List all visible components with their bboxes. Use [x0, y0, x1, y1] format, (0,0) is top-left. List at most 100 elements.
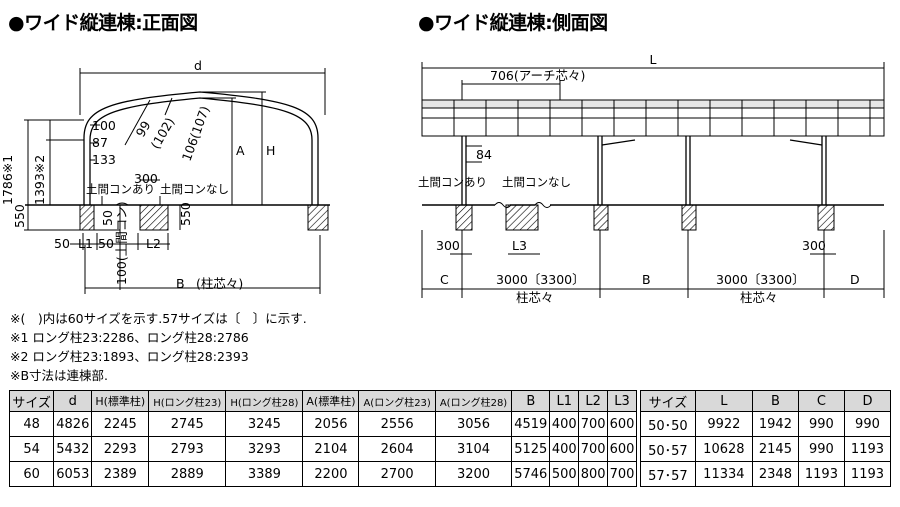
table-cell: 5746 — [511, 461, 551, 487]
table-cell: 1193 — [797, 461, 845, 487]
side-dim-c: C — [440, 272, 449, 287]
table-cell: 1193 — [843, 436, 892, 462]
table-cell: 2104 — [302, 436, 360, 462]
side-dim-300-right: 300 — [802, 238, 826, 253]
side-dim-pitch-2: 柱芯々 — [740, 290, 778, 305]
front-dim-b: B — [176, 276, 185, 291]
table-header: A(標準柱) — [302, 390, 360, 412]
notes-block: ※( )内は60サイズを示す.57サイズは〔 〕に示す. ※1 ロング柱23:2… — [10, 309, 307, 385]
side-doma-nashi: 土間コンなし — [502, 175, 571, 189]
note-line: ※B寸法は連棟部. — [10, 368, 109, 383]
side-doma-ari: 土間コンあり — [418, 175, 487, 189]
table-cell: 2604 — [358, 436, 436, 462]
table-cell: 50･57 — [640, 436, 696, 462]
side-dim-l3: L3 — [512, 238, 527, 253]
side-dimension-table: サイズ L B C D 50･50 9922 1942 990 990 50･5… — [640, 390, 892, 487]
side-dim-span-1: 3000〔3300〕 — [496, 272, 585, 287]
table-cell: 9922 — [694, 411, 753, 437]
front-doma-nashi: 土間コンなし — [160, 182, 229, 196]
table-cell: 2745 — [148, 411, 227, 437]
table-cell: 3200 — [434, 461, 513, 487]
table-cell: 2293 — [91, 436, 150, 462]
table-cell: 2056 — [302, 411, 360, 437]
table-header: L2 — [578, 390, 609, 412]
table-header: B — [511, 390, 551, 412]
table-cell: 10628 — [694, 436, 753, 462]
front-radius-102: (102) — [148, 115, 178, 152]
table-row: 57･57 11334 2348 1193 1193 — [640, 461, 892, 487]
table-cell: 3293 — [225, 436, 304, 462]
table-cell: 400 — [549, 411, 580, 437]
table-row: 50･50 9922 1942 990 990 — [640, 411, 892, 437]
table-cell: 2793 — [148, 436, 227, 462]
table-cell: 600 — [607, 411, 637, 437]
table-header: L — [694, 390, 753, 412]
table-cell: 11334 — [694, 461, 753, 487]
table-cell: 2200 — [302, 461, 360, 487]
front-dim-d: d — [194, 58, 202, 73]
front-view-drawing: d 1786※1 1393※2 550 100 87 133 99 (102) … — [0, 58, 330, 294]
front-dim-a: A — [236, 143, 245, 158]
note-line: ※2 ロング柱23:1893、ロング柱28:2393 — [10, 349, 249, 364]
table-cell: 500 — [549, 461, 580, 487]
table-cell: 3389 — [225, 461, 304, 487]
table-header-row: サイズ L B C D — [640, 390, 892, 412]
table-cell: 2245 — [91, 411, 150, 437]
front-dim-300: 300 — [134, 171, 158, 186]
table-header-row: サイズ d H(標準柱) H(ロング柱23) H(ロング柱28) A(標準柱) … — [8, 390, 637, 412]
table-header: L1 — [549, 390, 580, 412]
front-radius-106: 106(107) — [179, 104, 213, 163]
table-cell: 600 — [607, 436, 637, 462]
side-dim-arch-pitch: 706(アーチ芯々) — [490, 68, 585, 83]
front-dim-b-note: (柱芯々) — [196, 276, 243, 291]
table-cell: 990 — [843, 411, 892, 437]
table-header: D — [843, 390, 892, 412]
side-dim-84: 84 — [476, 147, 492, 162]
front-dim-133: 133 — [92, 152, 116, 167]
front-dim-100: 100 — [92, 118, 116, 133]
table-header: A(ロング柱28) — [434, 390, 513, 412]
table-header: H(標準柱) — [91, 390, 150, 412]
front-dim-87: 87 — [92, 135, 108, 150]
table-cell: 2556 — [358, 411, 436, 437]
table-cell: 700 — [607, 461, 637, 487]
side-dim-pitch-1: 柱芯々 — [516, 290, 554, 305]
side-dim-b: B — [642, 272, 651, 287]
front-dimension-table: サイズ d H(標準柱) H(ロング柱23) H(ロング柱28) A(標準柱) … — [8, 390, 637, 487]
side-dim-span-2: 3000〔3300〕 — [716, 272, 805, 287]
table-row: 54 5432 2293 2793 3293 2104 2604 3104 51… — [8, 436, 637, 462]
front-dim-100-doma: 100(土間コン) — [114, 201, 129, 285]
table-header: C — [797, 390, 845, 412]
front-dim-50-vertical: 50 — [100, 210, 115, 226]
table-cell: 400 — [549, 436, 580, 462]
table-header: H(ロング柱28) — [225, 390, 304, 412]
table-header: サイズ — [8, 390, 55, 412]
table-cell: 3056 — [434, 411, 513, 437]
side-dim-L: L — [650, 52, 657, 67]
table-row: 48 4826 2245 2745 3245 2056 2556 3056 45… — [8, 411, 637, 437]
front-view-title: ●ワイド縦連棟:正面図 — [8, 12, 198, 34]
front-dim-h: H — [266, 143, 275, 158]
table-header: H(ロング柱23) — [148, 390, 227, 412]
side-view-title: ●ワイド縦連棟:側面図 — [418, 12, 608, 34]
table-cell: 700 — [578, 436, 609, 462]
table-cell: 2145 — [751, 436, 799, 462]
note-line: ※1 ロング柱23:2286、ロング柱28:2786 — [10, 330, 249, 345]
table-cell: 2700 — [358, 461, 436, 487]
front-doma-ari: 土間コンあり — [86, 182, 155, 196]
table-cell: 60 — [8, 461, 55, 487]
side-dim-300-left: 300 — [436, 238, 460, 253]
table-cell: 4826 — [53, 411, 93, 437]
front-dim-l2: L2 — [146, 236, 161, 251]
table-cell: 54 — [8, 436, 55, 462]
front-dim-50-mid: 50 — [98, 236, 114, 251]
table-cell: 6053 — [53, 461, 93, 487]
table-cell: 990 — [797, 436, 845, 462]
side-view-drawing: L 706(アーチ芯々) 84 土間コンあり 土間コンなし 300 L3 300… — [418, 52, 885, 305]
front-dim-1393: 1393※2 — [32, 155, 47, 205]
table-header: L3 — [607, 390, 637, 412]
table-cell: 48 — [8, 411, 55, 437]
front-dim-1786: 1786※1 — [0, 155, 15, 205]
front-radius-99: 99 — [133, 118, 154, 139]
